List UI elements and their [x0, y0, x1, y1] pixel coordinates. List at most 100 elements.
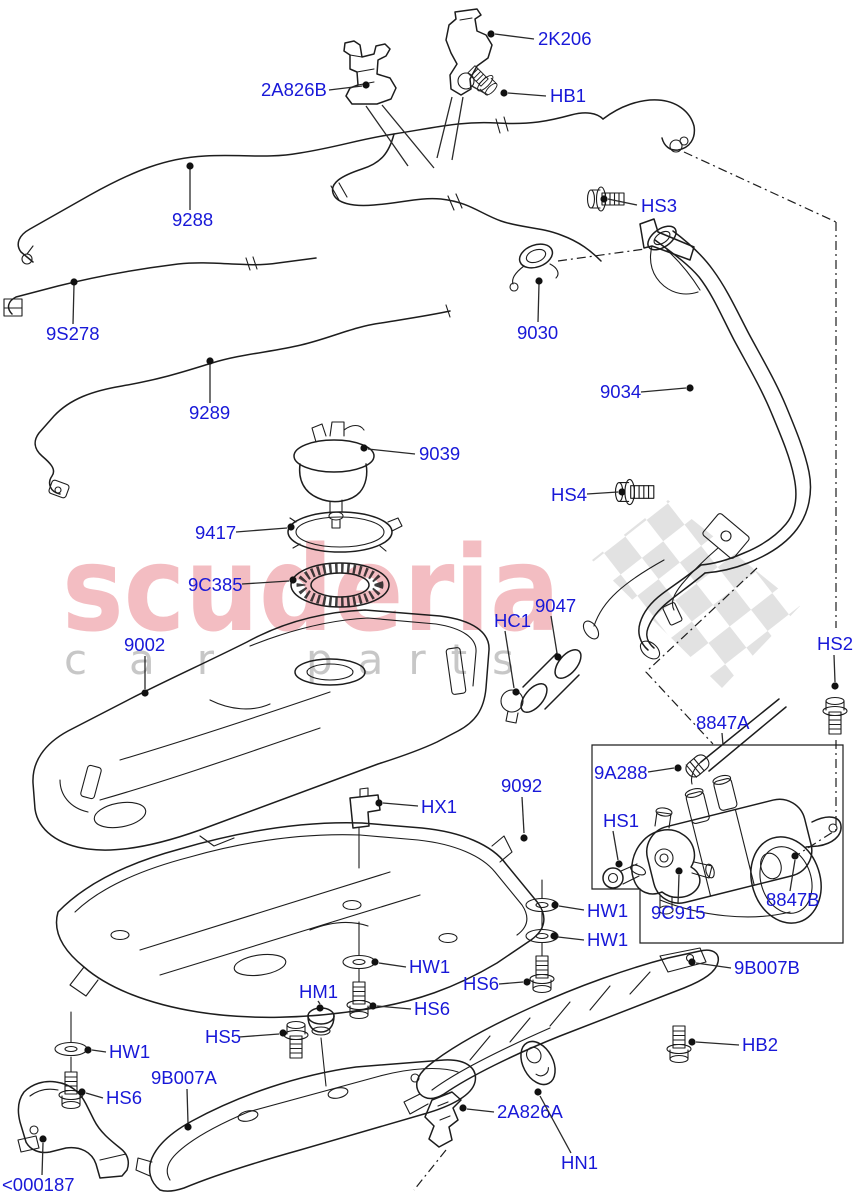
leader-dot-hb2 — [688, 1038, 696, 1046]
leader-dot-9b007a — [184, 1123, 192, 1131]
leader-dot-9c385 — [289, 576, 297, 584]
part-label-8847a[interactable]: 8847A — [696, 712, 750, 733]
part-label-hb1[interactable]: HB1 — [550, 85, 586, 106]
part-label-9289[interactable]: 9289 — [189, 402, 230, 423]
part-label-9s278[interactable]: 9S278 — [46, 323, 100, 344]
labels-layer: 2K206 2A826B HB1 9288 HS3 9S278 9030 9034 9289 90… — [2, 28, 853, 1195]
leader-dot-hs2 — [831, 682, 839, 690]
part-label-2a826b[interactable]: 2A826B — [261, 79, 327, 100]
leader-dot-2k206 — [487, 30, 495, 38]
part-end-cover-8847b — [750, 836, 822, 924]
leader-line-9417 — [235, 527, 288, 533]
part-clip-2a826a — [424, 1091, 462, 1148]
leader-line-9a288 — [647, 767, 675, 773]
part-shield-9b007a — [135, 1059, 477, 1192]
part-label-hw1[interactable]: HW1 — [587, 900, 628, 921]
leader-dot-hx1 — [375, 799, 383, 807]
part-label-hx1[interactable]: HX1 — [421, 796, 457, 817]
leader-dot-9417 — [287, 523, 295, 531]
part-label-hs2[interactable]: HS2 — [817, 633, 853, 654]
leader-line-hs4 — [586, 491, 619, 495]
part-label-9b007a[interactable]: 9B007A — [151, 1067, 217, 1088]
part-label-9417[interactable]: 9417 — [195, 522, 236, 543]
part-label-hs4[interactable]: HS4 — [551, 484, 587, 505]
leader-line-hw1 — [558, 905, 585, 911]
part-label-9047[interactable]: 9047 — [535, 595, 576, 616]
part-bracket-2k206 — [436, 8, 493, 161]
leader-dot-hs4 — [618, 488, 626, 496]
leader-line-hs1 — [612, 830, 619, 861]
leader-line-hn1 — [539, 1095, 572, 1154]
leader-dot-9030 — [535, 277, 543, 285]
part-label-hb2[interactable]: HB2 — [742, 1034, 778, 1055]
part-label-9c915[interactable]: 9C915 — [651, 902, 706, 923]
part-label-000187[interactable]: <000187 — [2, 1174, 75, 1195]
leader-line-2k206 — [494, 33, 535, 40]
part-fuel-pump-9039 — [293, 421, 375, 529]
leader-dot-hw1-4 — [84, 1046, 92, 1054]
part-purge-valve-9c915 — [631, 807, 715, 915]
leader-line-hx1 — [382, 802, 419, 807]
part-label-8847b[interactable]: 8847B — [766, 889, 820, 910]
part-filler-pipe-9034 — [582, 218, 812, 660]
leader-line-9034 — [640, 387, 687, 393]
leader-dot-9b007b — [688, 958, 696, 966]
part-label-hw1-3[interactable]: HW1 — [409, 956, 450, 977]
part-label-9002[interactable]: 9002 — [124, 634, 165, 655]
leader-dot-hs6-3 — [78, 1088, 86, 1096]
part-label-hs1[interactable]: HS1 — [603, 810, 639, 831]
leader-line-hb1 — [507, 92, 547, 97]
part-label-hs3[interactable]: HS3 — [641, 195, 677, 216]
part-label-hc1[interactable]: HC1 — [494, 610, 531, 631]
leader-dot-hw1-3 — [371, 958, 379, 966]
leader-line-hw1-3 — [378, 962, 407, 968]
leader-line-hs3 — [607, 198, 638, 206]
part-fuel-line-9288 — [17, 99, 696, 265]
part-bolt-hs5 — [283, 1020, 309, 1059]
leader-line-hw1-4 — [91, 1049, 107, 1053]
leader-dot-2a826a — [459, 1104, 467, 1112]
leader-dot-hm1 — [316, 1004, 324, 1012]
leader-line-hb2 — [695, 1041, 740, 1046]
leader-line-9030 — [537, 283, 540, 323]
part-label-hs5[interactable]: HS5 — [205, 1026, 241, 1047]
part-label-9b007b[interactable]: 9B007B — [734, 957, 800, 978]
part-label-9039[interactable]: 9039 — [419, 443, 460, 464]
leader-dot-2a826b — [362, 81, 370, 89]
part-label-9092[interactable]: 9092 — [501, 775, 542, 796]
part-label-hm1[interactable]: HM1 — [299, 981, 338, 1002]
leader-line-9c915 — [677, 874, 680, 905]
part-shield-9092 — [55, 821, 545, 1019]
part-label-9a288[interactable]: 9A288 — [594, 762, 648, 783]
leader-dot-hs6-2 — [369, 1002, 377, 1010]
part-fuel-tank-9002 — [32, 609, 490, 851]
part-label-9288[interactable]: 9288 — [172, 209, 213, 230]
part-label-2k206[interactable]: 2K206 — [538, 28, 592, 49]
part-label-9030[interactable]: 9030 — [517, 322, 558, 343]
part-nut-hm1 — [307, 1007, 335, 1087]
leader-line-hw1-2 — [557, 936, 585, 941]
part-label-2a826a[interactable]: 2A826A — [497, 1101, 563, 1122]
leader-line-9c385 — [241, 580, 290, 585]
part-label-9c385[interactable]: 9C385 — [188, 574, 243, 595]
leader-line-8847b — [789, 859, 796, 892]
part-fuel-line-9289 — [34, 304, 451, 499]
part-label-hs6[interactable]: HS6 — [463, 973, 499, 994]
leader-dot-hc1 — [512, 688, 520, 696]
part-label-hs6-2[interactable]: HS6 — [414, 998, 450, 1019]
part-label-hw1-2[interactable]: HW1 — [587, 929, 628, 950]
leader-dot-9092 — [520, 834, 528, 842]
part-clip-hx1 — [349, 787, 381, 869]
leader-line-9b007b — [695, 962, 732, 969]
part-bolt-hb1 — [463, 61, 501, 99]
part-label-hs6-3[interactable]: HS6 — [106, 1087, 142, 1108]
part-label-hw1-4[interactable]: HW1 — [109, 1041, 150, 1062]
part-bolt-hs2 — [822, 696, 848, 735]
part-canister-box — [591, 744, 844, 944]
part-label-9034[interactable]: 9034 — [600, 381, 641, 402]
part-label-hn1[interactable]: HN1 — [561, 1152, 598, 1173]
leader-dot-hn1 — [534, 1088, 542, 1096]
leader-line-2a826b — [328, 85, 363, 91]
